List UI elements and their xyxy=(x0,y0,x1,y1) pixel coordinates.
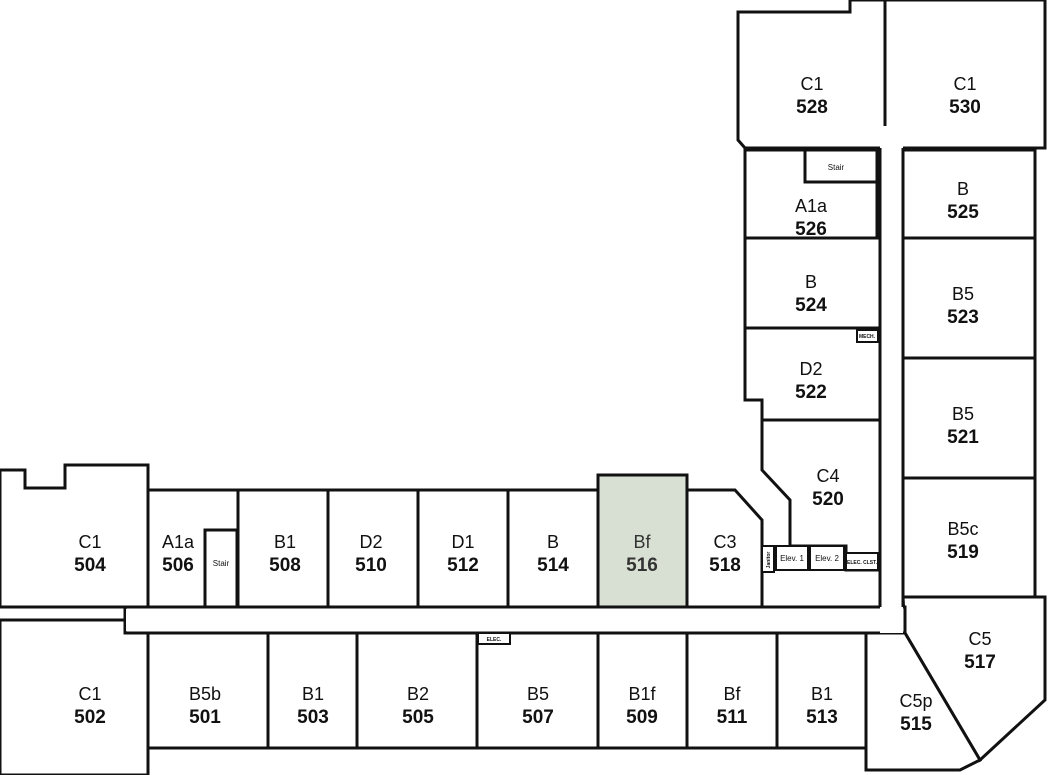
room-type-label: B5b xyxy=(189,684,221,704)
stair-left xyxy=(203,528,239,609)
room-number-label: 516 xyxy=(626,555,658,576)
room-number-label: 502 xyxy=(74,707,106,728)
elev1-label: Elev. 1 xyxy=(780,554,804,563)
room-type-label: B5c xyxy=(947,519,978,539)
room-number-label: 530 xyxy=(949,97,981,118)
room-number-label: 521 xyxy=(947,427,979,448)
room-504[interactable] xyxy=(0,463,150,609)
room-number-label: 523 xyxy=(947,307,979,328)
room-type-label: C1 xyxy=(953,74,976,94)
room-type-label: B1f xyxy=(628,684,656,704)
room-502[interactable] xyxy=(0,618,150,775)
elevator-2 xyxy=(809,545,845,571)
room-number-label: 506 xyxy=(162,555,194,576)
room-type-label: B xyxy=(957,179,969,199)
room-type-label: Bf xyxy=(633,532,651,552)
mech-label: MECH. xyxy=(859,334,876,340)
room-number-label: 510 xyxy=(355,555,387,576)
room-type-label: A1a xyxy=(795,196,828,216)
room-number-label: 518 xyxy=(709,555,741,576)
room-number-label: 505 xyxy=(402,707,434,728)
stair-top-label: Stair xyxy=(828,163,845,172)
room-type-label: B xyxy=(547,532,559,552)
room-number-label: 522 xyxy=(795,382,827,403)
room-type-label: B1 xyxy=(302,684,324,704)
room-number-label: 509 xyxy=(626,707,658,728)
room-type-label: C1 xyxy=(800,74,823,94)
room-type-label: C1 xyxy=(78,684,101,704)
room-number-label: 512 xyxy=(447,555,479,576)
elec-room xyxy=(477,632,511,645)
room-type-label: B1 xyxy=(811,684,833,704)
room-type-label: B5 xyxy=(527,684,549,704)
room-number-label: 511 xyxy=(717,707,748,728)
room-number-label: 503 xyxy=(297,707,329,728)
room-type-label: B5 xyxy=(952,404,974,424)
room-number-label: 519 xyxy=(947,542,979,563)
room-type-label: D2 xyxy=(359,532,382,552)
room-number-label: 520 xyxy=(812,489,844,510)
stair-top xyxy=(803,148,879,184)
room-number-label: 501 xyxy=(189,707,221,728)
room-type-label: D2 xyxy=(799,359,822,379)
room-number-label: 504 xyxy=(74,555,106,576)
stair-left-label: Stair xyxy=(213,559,230,568)
janitor-label: Janitor xyxy=(766,552,772,569)
room-530[interactable] xyxy=(883,0,1047,150)
elec-clst-label: ELEC. CLST. xyxy=(847,560,878,566)
mech-room xyxy=(856,329,879,343)
room-number-label: 508 xyxy=(269,555,301,576)
room-number-label: 513 xyxy=(806,707,838,728)
room-type-label: C5 xyxy=(968,629,991,649)
room-number-label: 524 xyxy=(795,295,827,316)
janitor-closet xyxy=(761,545,775,573)
labels-layer: C1528C1530A1a526B525B524B5523D2522B5521C… xyxy=(74,74,996,735)
room-type-label: B xyxy=(805,272,817,292)
room-type-label: B1 xyxy=(274,532,296,552)
elec-closet xyxy=(845,552,879,571)
room-type-label: D1 xyxy=(451,532,474,552)
room-number-label: 517 xyxy=(964,652,996,673)
room-number-label: 507 xyxy=(522,707,554,728)
elec-label: ELEC. xyxy=(487,637,502,643)
room-type-label: C3 xyxy=(713,532,736,552)
room-type-label: C4 xyxy=(816,466,839,486)
room-number-label: 526 xyxy=(795,219,827,240)
room-type-label: C5p xyxy=(899,691,932,711)
elev2-label: Elev. 2 xyxy=(815,554,839,563)
room-number-label: 515 xyxy=(900,714,932,735)
room-type-label: Bf xyxy=(723,684,741,704)
elevator-1 xyxy=(775,545,809,571)
room-number-label: 525 xyxy=(947,202,979,223)
room-type-label: A1a xyxy=(162,532,195,552)
room-type-label: C1 xyxy=(78,532,101,552)
room-type-label: B2 xyxy=(407,684,429,704)
room-type-label: B5 xyxy=(952,284,974,304)
room-number-label: 528 xyxy=(796,97,828,118)
room-number-label: 514 xyxy=(537,555,569,576)
